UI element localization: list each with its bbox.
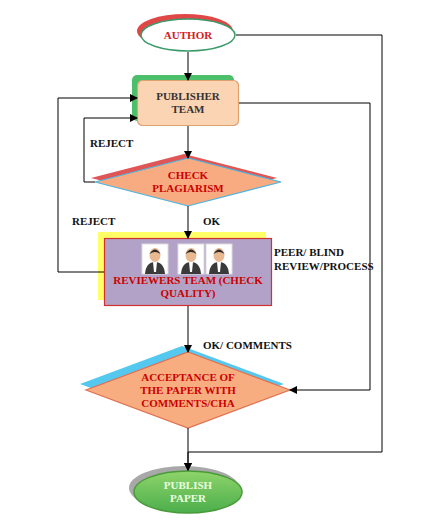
process-box: REVIEWERS TEAM (CHECK QUALITY) (104, 238, 272, 306)
decision-diamond: CHECK PLAGIARISM (95, 158, 281, 206)
text-area: REVIEWERS TEAM (CHECK QUALITY) (104, 238, 272, 306)
process-box: PUBLISHER TEAM (137, 80, 239, 126)
node-label: PUBLISH PAPER (156, 479, 220, 505)
node-border (86, 352, 290, 428)
text-area: AUTHOR (140, 18, 236, 52)
edge-label: REJECT (72, 214, 115, 228)
text-area: PUBLISHER TEAM (137, 80, 239, 126)
node-label: PUBLISHER TEAM (148, 90, 228, 116)
edge-label: OK (203, 214, 220, 228)
flow-arrow (188, 126, 189, 158)
node-border (141, 19, 235, 51)
reviewer-icon (206, 244, 232, 274)
node-label: REVIEWERS TEAM (CHECK QUALITY) (108, 274, 268, 300)
node-border (138, 81, 239, 126)
text-area: PUBLISH PAPER (133, 470, 243, 514)
text-area: CHECK PLAGIARISM (95, 158, 281, 206)
flow-arrow (188, 428, 189, 470)
edge-label: OK/ COMMENTS (203, 338, 292, 352)
node-label: ACCEPTANCE OF THE PAPER WITH COMMENTS/CH… (138, 371, 238, 410)
flow-arrow (188, 306, 189, 352)
node-border (95, 158, 281, 206)
decision-diamond: ACCEPTANCE OF THE PAPER WITH COMMENTS/CH… (86, 352, 290, 428)
reviewer-icon (178, 244, 204, 274)
start-oval: AUTHOR (140, 18, 236, 52)
note-label: PEER/ BLIND REVIEW/PROCESS (274, 245, 374, 273)
node-border (105, 239, 272, 306)
node-label: CHECK PLAGIARISM (143, 169, 233, 195)
edge-label: REJECT (90, 136, 133, 150)
text-area: ACCEPTANCE OF THE PAPER WITH COMMENTS/CH… (86, 352, 290, 428)
node-label: AUTHOR (164, 29, 212, 42)
reviewer-icon (142, 244, 168, 274)
node-border (134, 471, 242, 513)
end-oval: PUBLISH PAPER (133, 470, 243, 514)
